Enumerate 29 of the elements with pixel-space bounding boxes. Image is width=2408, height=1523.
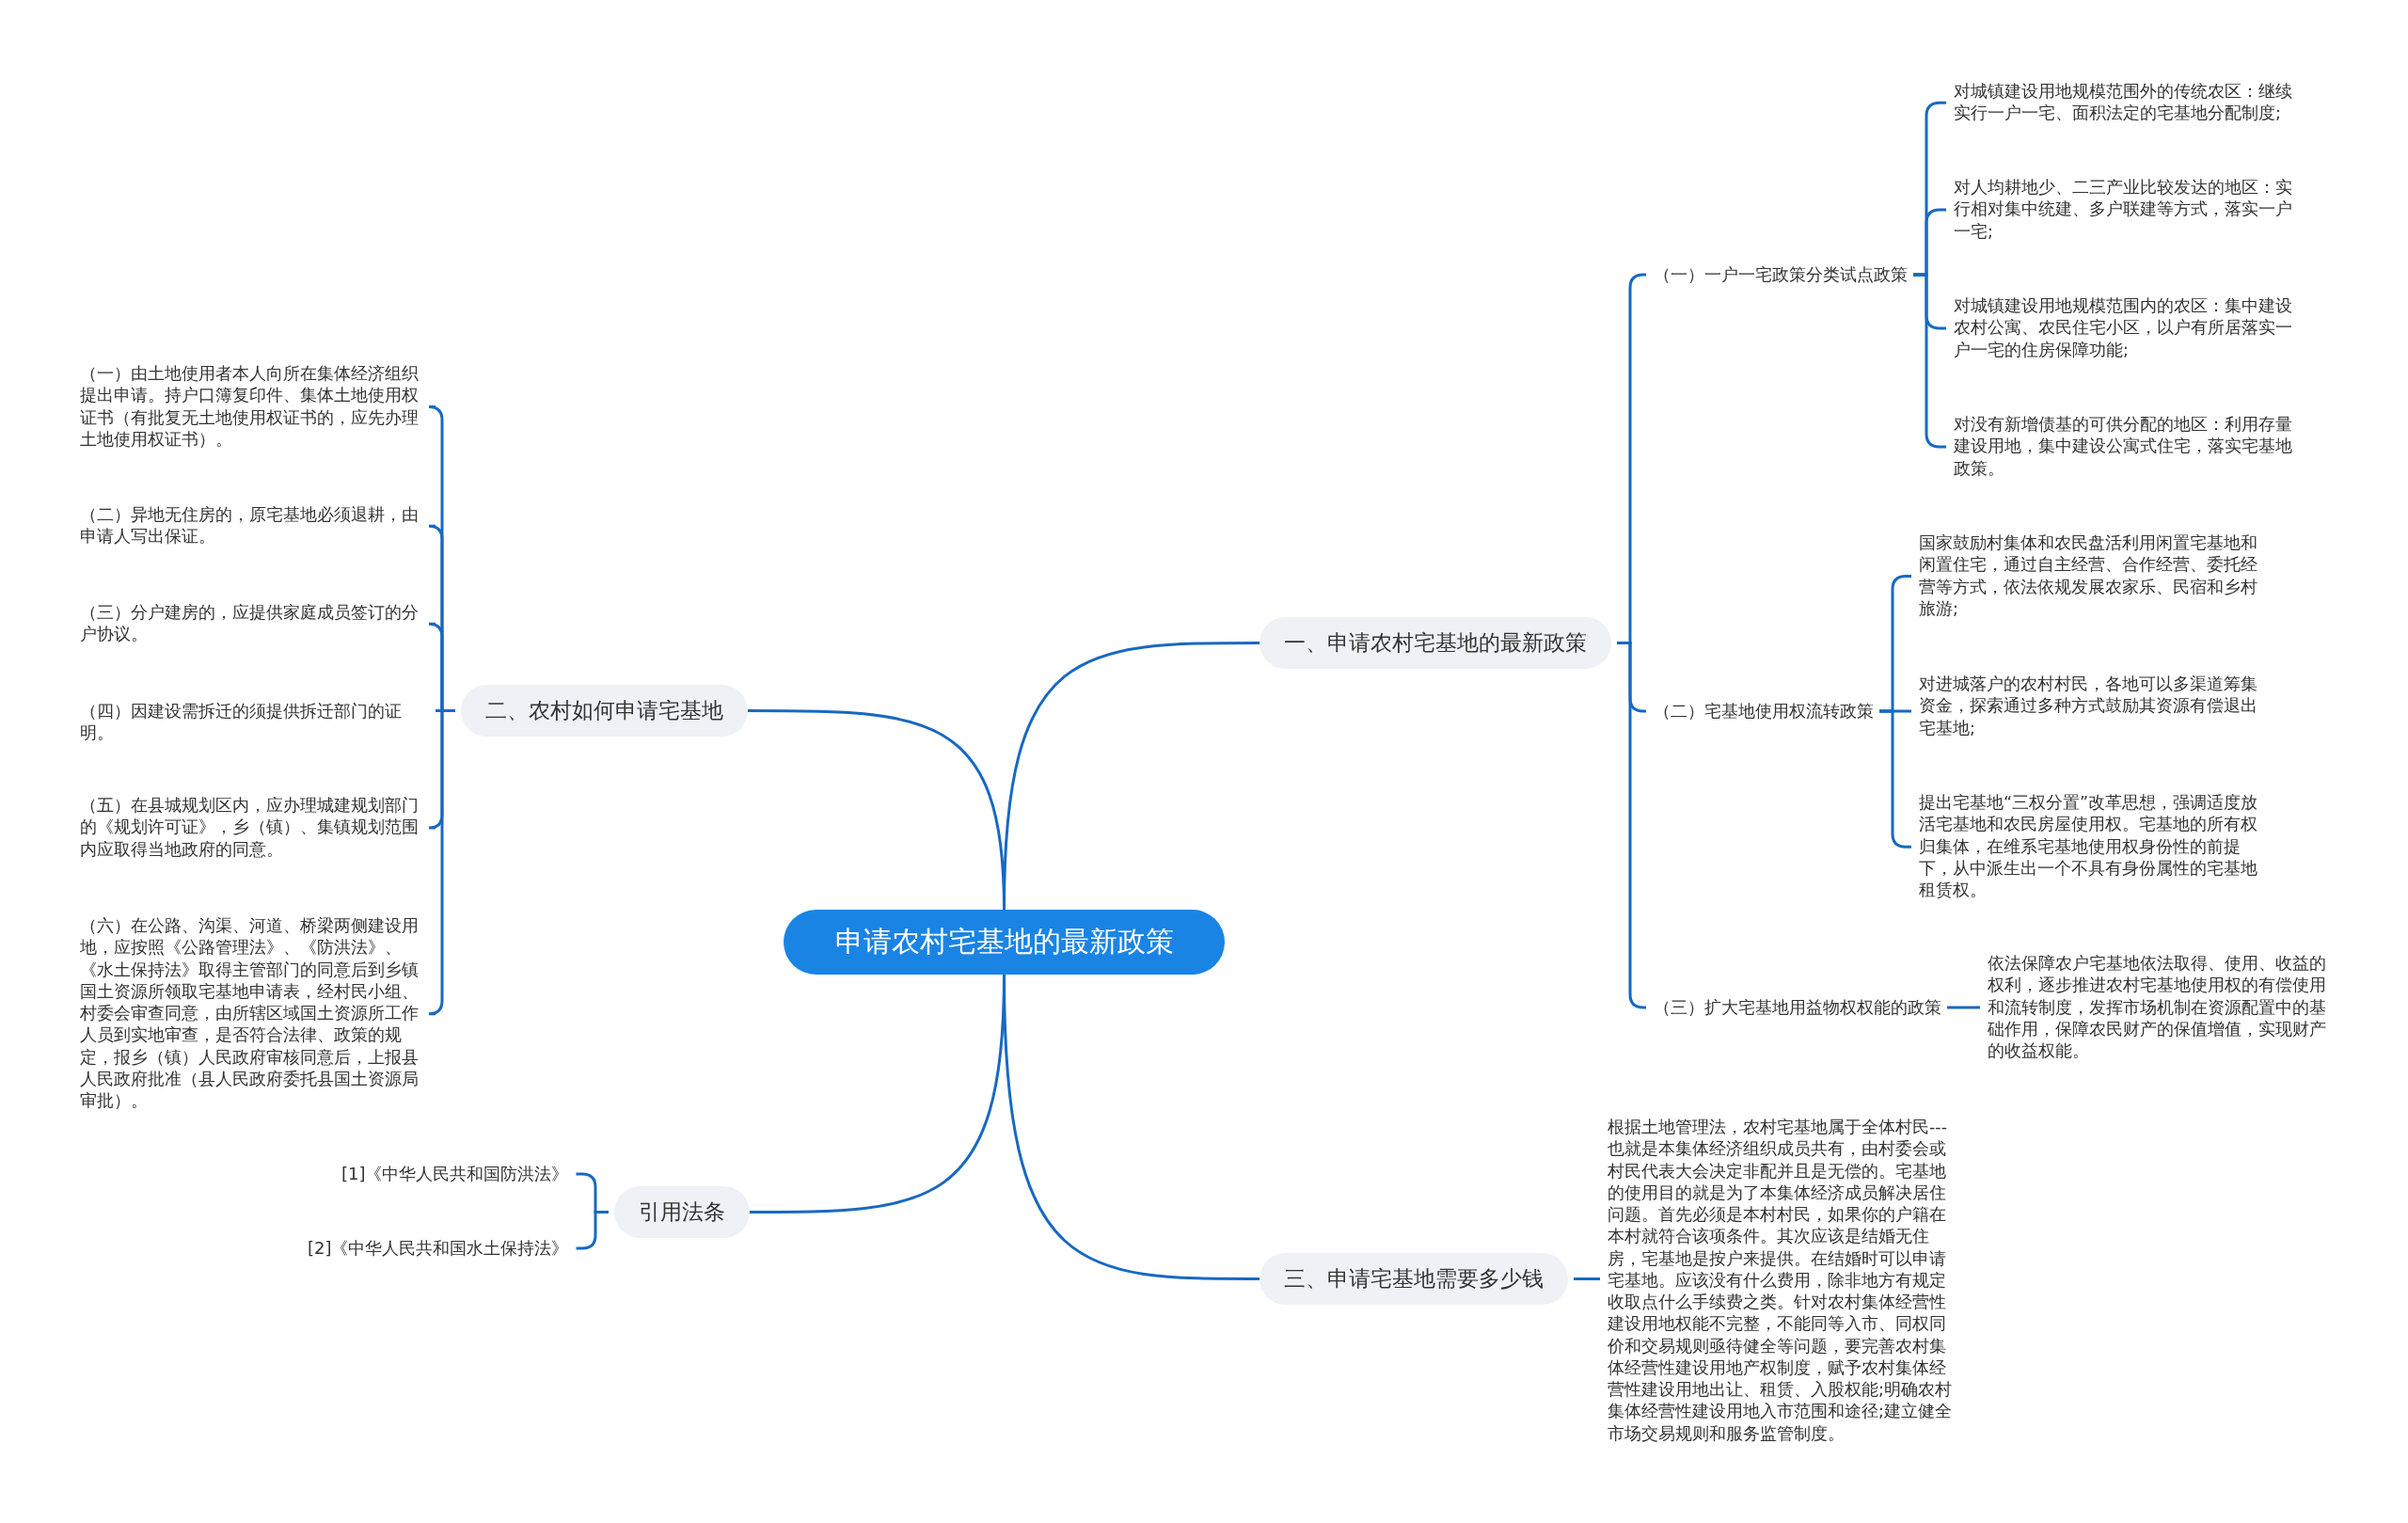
topic-box: 二、农村如何申请宅基地 bbox=[461, 685, 748, 737]
citation-text: [1]《中华人民共和国防洪法》 bbox=[341, 1163, 569, 1185]
note-text: 对没有新增债基的可供分配的地区：利用存量建设用地，集中建设公寓式住宅，落实宅基地政策。 bbox=[1954, 414, 2304, 480]
subtopic-text: （二）宅基地使用权流转政策 bbox=[1654, 700, 1874, 722]
note-text: （一）由土地使用者本人向所在集体经济组织提出申请。持户口簿复印件、集体土地使用权证书（有批复无土地使用权证书的，应先办理土地使用权证书）。 bbox=[80, 363, 428, 452]
note-text: （二）异地无住房的，原宅基地必须退耕，由申请人写出保证。 bbox=[80, 504, 428, 548]
topic-box: 三、申请宅基地需要多少钱 bbox=[1259, 1253, 1568, 1305]
note-text: （四）因建设需拆迁的须提供拆迁部门的证明。 bbox=[80, 701, 428, 745]
note-text: 依法保障农户宅基地依法取得、使用、收益的权利，逐步推进农村宅基地使用权的有偿使用和流转制度，发挥市场机制在资源配置中的基础作用，保障农民财产的保值增值，实现财产的收益权能。 bbox=[1988, 953, 2336, 1063]
note-text: （三）分户建房的，应提供家庭成员签订的分户协议。 bbox=[80, 602, 428, 646]
citation-text: [2]《中华人民共和国水土保持法》 bbox=[308, 1237, 569, 1260]
topic-box: 引用法条 bbox=[614, 1186, 750, 1238]
connector-line bbox=[1947, 1006, 1980, 1009]
topic-box: 一、申请农村宅基地的最新政策 bbox=[1259, 617, 1611, 669]
connector-line bbox=[748, 709, 1006, 911]
note-text: 国家鼓励村集体和农民盘活利用闲置宅基地和闲置住宅，通过自主经营、合作经营、委托经营等方式，依法依规发展农家乐、民宿和乡村旅游; bbox=[1919, 532, 2265, 621]
connector-line bbox=[1574, 1277, 1600, 1280]
note-text: （六）在公路、沟渠、河道、桥梁两侧建设用地，应按照《公路管理法》、《防洪法》、《水土保持法》取得主管部门的同意后到乡镇国土资源所领取宅基地申请表，经村民小组、村委会审查同意，由所辖区域国土资源所工作人员到实地审查，是否符合法律、政策的规定，报乡（镇）人民政府审核同意后，上报县人民政府批准（县人民政府委托县国土资源局审批）。 bbox=[80, 915, 428, 1113]
connector-line bbox=[750, 974, 1006, 1214]
subtopic-text: （三）扩大宅基地用益物权权能的政策 bbox=[1654, 996, 1941, 1019]
note-text: 根据土地管理法，农村宅基地属于全体村民---也就是本集体经济组织成员共有，由村委会或村民代表大会决定非配并且是无偿的。宅基地的使用目的就是为了本集体经济成员解决居住问题。首先必须是本村村民，如果你的户籍在本村就符合该项条件。其次应该是结婚无住房，宅基地是按户来提供。在结婚时可以申请宅基地。应该没有什么费用，除非地方有规定收取点什么手续费之类。针对农村集体经营性建设用地权能不完整，不能同等入市、同权同价和交易规则亟待健全等问题，要完善农村集体经营性建设用地产权制度，赋予农村集体经营性建设用地出让、租赁、入股权能;明确农村集体经营性建设用地入市范围和途径;建立健全市场交易规则和服务监管制度。 bbox=[1608, 1117, 1954, 1445]
note-text: 对进城落户的农村村民，各地可以多渠道筹集资金，探索通过多种方式鼓励其资源有偿退出宅基地; bbox=[1919, 674, 2265, 739]
note-text: 提出宅基地“三权分置”改革思想，强调适度放活宅基地和农民房屋使用权。宅基地的所有权归集体，在维系宅基地使用权身份性的前提下，从中派生出一个不具有身份属性的宅基地租赁权。 bbox=[1919, 792, 2265, 902]
subtopic-text: （一）一户一宅政策分类试点政策 bbox=[1654, 263, 1908, 286]
note-text: （五）在县城规划区内，应办理城建规划部门的《规划许可证》，乡（镇）、集镇规划范围内应取得当地政府的同意。 bbox=[80, 795, 428, 861]
note-text: 对城镇建设用地规模范围外的传统农区：继续实行一户一宅、面积法定的宅基地分配制度; bbox=[1954, 81, 2304, 125]
central-topic-box: 申请农村宅基地的最新政策 bbox=[784, 910, 1225, 975]
note-text: 对人均耕地少、二三产业比较发达的地区：实行相对集中统建、多户联建等方式，落实一户一宅; bbox=[1954, 177, 2304, 243]
note-text: 对城镇建设用地规模范围内的农区：集中建设农村公寓、农民住宅小区，以户有所居落实一户一宅的住房保障功能; bbox=[1954, 295, 2304, 361]
